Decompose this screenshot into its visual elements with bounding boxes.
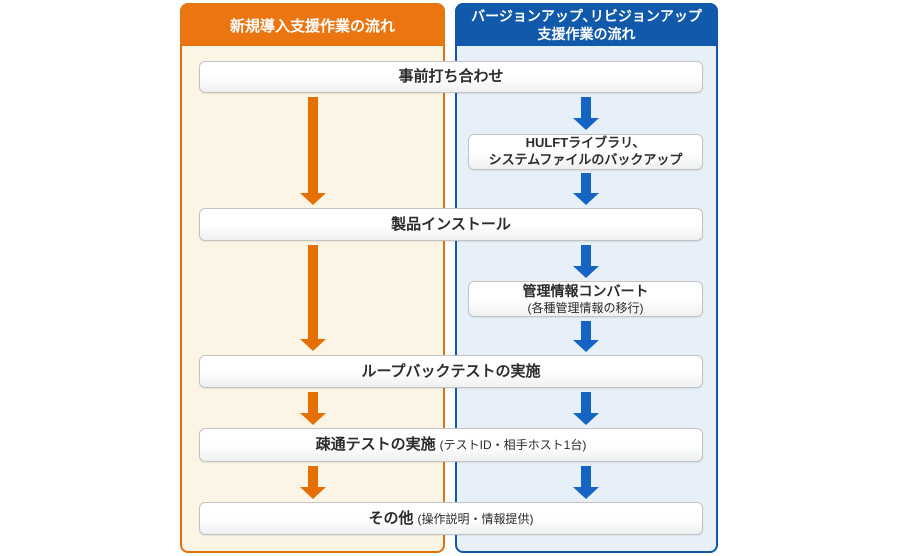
arrow-down-icon [300,392,326,425]
arrow-down-icon [573,321,599,352]
step-product-install-label: 製品インストール [391,215,511,233]
arrow-down-icon [300,245,326,351]
step-product-install: 製品インストール [199,208,703,241]
step-backup-line2: システムファイルのバックアップ [488,152,683,167]
arrow-down-icon [573,173,599,205]
new-install-flow-title: 新規導入支援作業の流れ [229,17,395,35]
version-up-flow-title-line2: 支援作業の流れ [537,26,636,42]
arrow-down-icon [573,97,599,130]
step-loopback-test: ループバックテストの実施 [199,355,703,388]
step-pre-meeting-label: 事前打ち合わせ [398,68,504,85]
arrow-down-icon [573,392,599,425]
step-others-note: (操作説明・情報提供) [417,511,534,526]
step-backup: HULFTライブラリ、 システムファイルのバックアップ [468,134,703,170]
step-connectivity-test-label: 疎通テストの実施 [315,436,436,453]
arrow-down-icon [573,466,599,499]
step-pre-meeting: 事前打ち合わせ [199,61,703,93]
step-connectivity-test: 疎通テストの実施 (テストID・相手ホスト1台) [199,428,703,462]
step-loopback-test-label: ループバックテストの実施 [361,362,541,380]
step-connectivity-test-note: (テストID・相手ホスト1台) [439,438,587,452]
version-up-flow-header: バージョンアップ､リビジョンアップ 支援作業の流れ [456,4,717,46]
step-backup-line1: HULFTライブラリ、 [525,135,646,151]
step-info-convert-line2: (各種管理情報の移行) [527,300,644,315]
version-up-flow-title-line1: バージョンアップ､リビジョンアップ [471,7,702,24]
step-info-convert: 管理情報コンバート (各種管理情報の移行) [468,281,703,317]
arrow-down-icon [573,245,599,278]
step-others: その他 (操作説明・情報提供) [199,502,703,535]
arrow-down-icon [300,466,326,499]
arrow-down-icon [300,97,326,205]
step-others-label: その他 [368,509,414,527]
step-info-convert-line1: 管理情報コンバート [522,283,649,300]
new-install-flow-header: 新規導入支援作業の流れ [181,4,444,46]
